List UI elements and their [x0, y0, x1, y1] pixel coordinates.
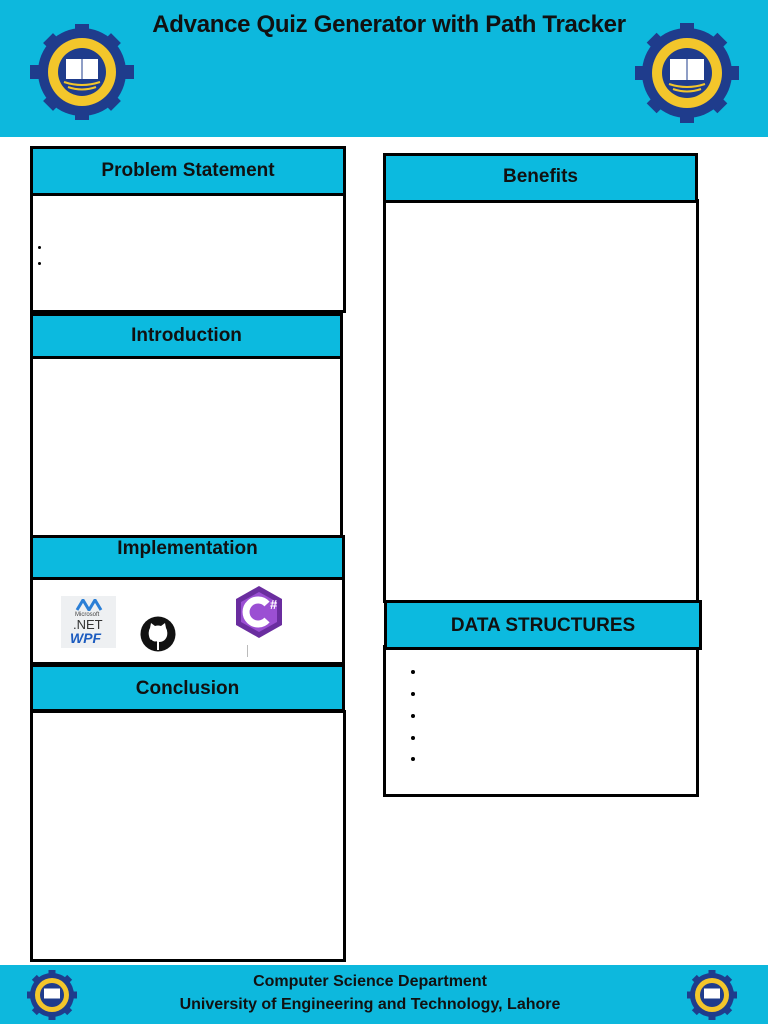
- benefits-body: [383, 199, 699, 603]
- dotnet-text: .NET: [73, 617, 103, 632]
- footer-banner: [0, 965, 768, 1024]
- bullet-point: [411, 736, 415, 740]
- university-logo-footer-left: [27, 970, 77, 1020]
- conclusion-header: Conclusion: [30, 664, 345, 712]
- footer-university: University of Engineering and Technology…: [179, 996, 561, 1013]
- bullet-point: [411, 757, 415, 761]
- bullet-point: [411, 714, 415, 718]
- problem-statement-header: Problem Statement: [30, 146, 346, 196]
- benefits-header: Benefits: [383, 153, 698, 203]
- bullet-point: [411, 670, 415, 674]
- conclusion-body: [30, 710, 346, 962]
- poster-title: Advance Quiz Generator with Path Tracker: [152, 11, 626, 38]
- bullet-point: [38, 246, 41, 249]
- footer-department: Computer Science Department: [253, 973, 487, 990]
- introduction-body: [30, 356, 343, 538]
- small-divider: [247, 645, 248, 657]
- dotnet-microsoft-text: Microsoft: [75, 612, 100, 618]
- problem-statement-body: [30, 193, 346, 313]
- bullet-point: [411, 692, 415, 696]
- implementation-header: Implementation: [30, 535, 345, 580]
- csharp-logo-icon: [236, 586, 282, 638]
- csharp-hash-text: #: [270, 597, 278, 612]
- bullet-point: [38, 262, 41, 265]
- university-logo-right: [635, 23, 739, 123]
- github-icon: [140, 616, 176, 652]
- university-logo-left: [30, 24, 134, 120]
- data-structures-header: DATA STRUCTURES: [384, 600, 702, 650]
- dotnet-wpf-logo: Microsoft .NET WPF: [61, 596, 116, 648]
- wpf-text: WPF: [70, 630, 102, 646]
- dotnet-mark-icon: [75, 599, 103, 611]
- introduction-header: Introduction: [30, 313, 343, 359]
- university-logo-footer-right: [687, 970, 737, 1020]
- data-structures-body: [383, 645, 699, 797]
